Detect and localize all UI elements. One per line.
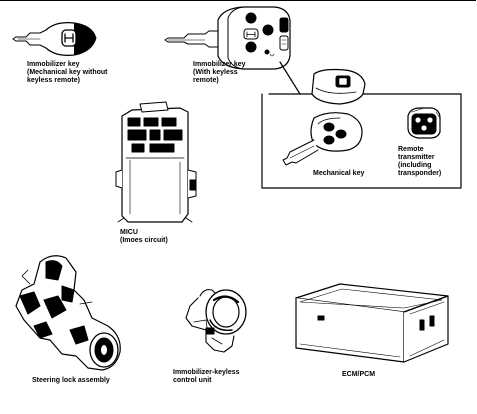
mechanical-key-icon [282, 68, 366, 166]
remote-transmitter-icon [407, 107, 441, 139]
remote-key-icon [164, 6, 291, 70]
micu-unit-icon [115, 101, 197, 223]
label-mechanical-key: Mechanical key [313, 170, 365, 177]
callout-box [261, 61, 462, 189]
label-ecm-pcm: ECM/PCM [342, 371, 376, 378]
label-steering-lock: Steering lock assembly [32, 377, 110, 384]
label-immobilizer-key-remote: Immobilizer key (With keyless remote) [193, 61, 246, 84]
key-icon [12, 22, 97, 56]
label-immobilizer-key-mechanical: Immobilizer key (Mechanical key without … [27, 61, 108, 84]
immobilizer-ring-icon [185, 289, 247, 353]
label-remote-transmitter: Remote transmitter (including transponde… [398, 146, 442, 177]
ecm-box-icon [295, 283, 449, 363]
steering-lock-icon [15, 255, 121, 371]
label-immobilizer-control-unit: Immobilizer-keyless control unit [173, 369, 240, 384]
label-micu: MICU (Imoes circuit) [120, 229, 168, 244]
